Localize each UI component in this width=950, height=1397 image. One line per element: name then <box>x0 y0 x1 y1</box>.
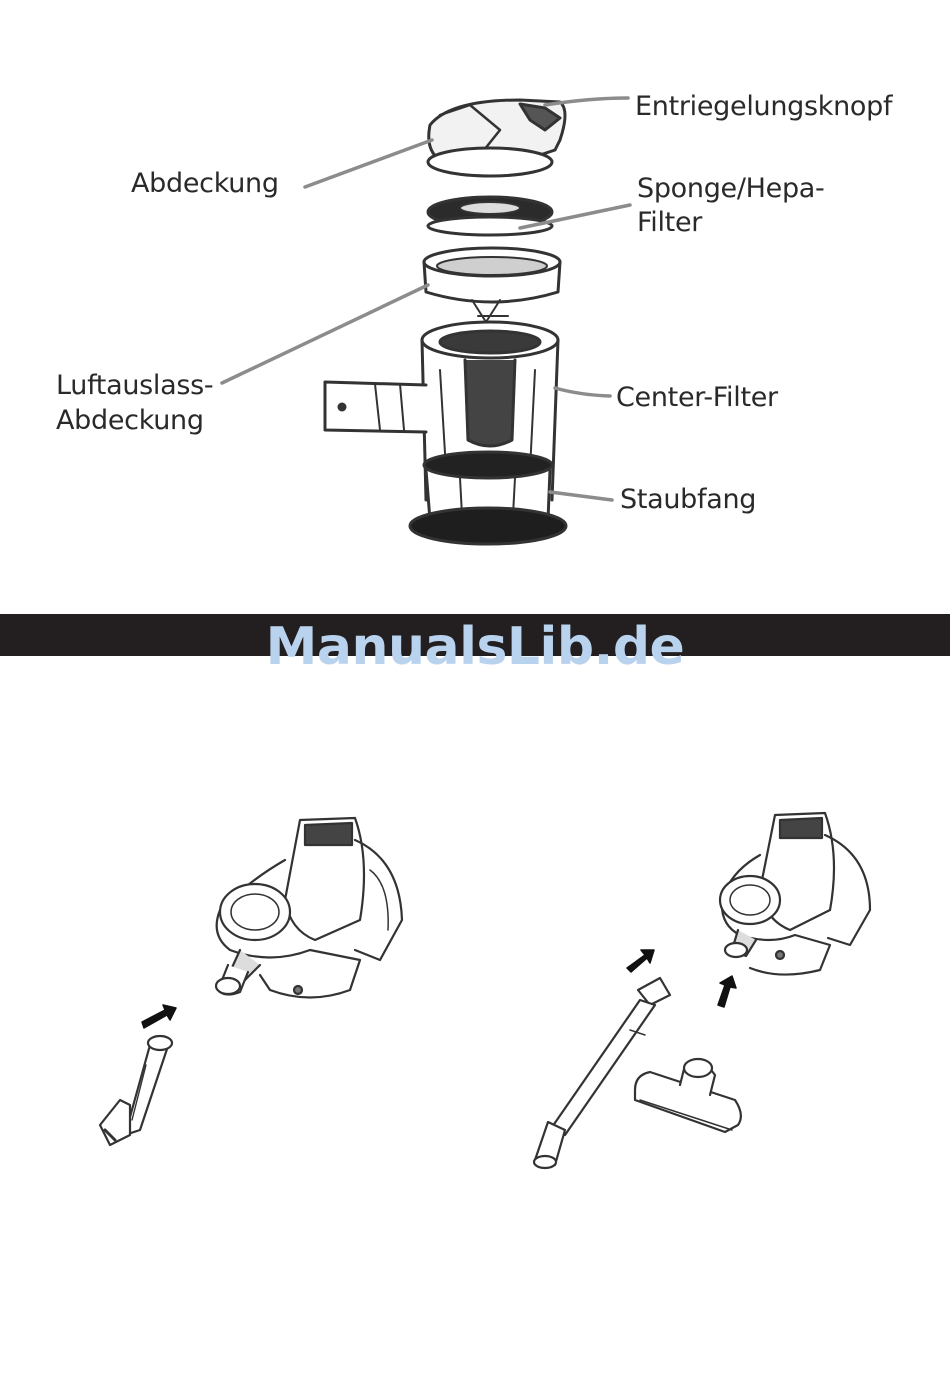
leader-line-dust-catcher <box>550 492 612 500</box>
attach-crevice-tool-illustration <box>70 800 470 1200</box>
label-release-button: Entriegelungsknopf <box>635 90 892 124</box>
label-outlet-cover-line1: Luftauslass- <box>56 369 213 403</box>
handheld-unit <box>216 818 402 998</box>
arrow-icon <box>142 1005 176 1028</box>
leader-line-release-button <box>545 98 628 105</box>
crevice-tool <box>100 1036 172 1145</box>
sponge-filter-part <box>428 197 552 235</box>
leader-line-cover <box>305 140 432 187</box>
container-body-part <box>325 322 566 544</box>
label-sponge-filter-line1: Sponge/Hepa- <box>637 172 825 206</box>
arrow-icon <box>718 976 736 1007</box>
leader-line-outlet-cover <box>222 285 428 383</box>
outlet-cover-part <box>424 248 560 322</box>
cover-part <box>428 100 565 176</box>
handheld-unit-right <box>720 813 870 975</box>
floor-brush <box>635 1059 741 1132</box>
label-sponge-filter-line2: Filter <box>637 206 702 240</box>
label-dust-catcher: Staubfang <box>620 483 756 517</box>
attach-tube-and-brush-illustration <box>510 800 910 1200</box>
label-outlet-cover-line2: Abdeckung <box>56 404 204 438</box>
watermark-text: ManualsLib.de <box>0 612 950 682</box>
leader-line-center-filter <box>555 388 610 396</box>
label-center-filter: Center-Filter <box>616 381 778 415</box>
label-cover: Abdeckung <box>131 167 279 201</box>
arrow-icon <box>627 950 654 972</box>
